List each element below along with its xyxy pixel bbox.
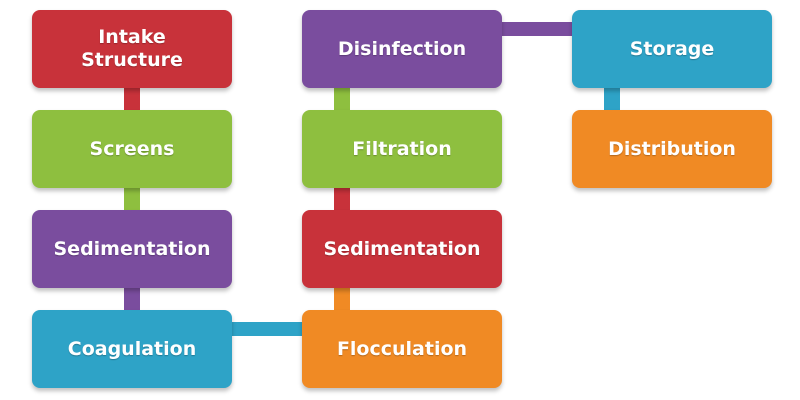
node-label: Distribution (608, 137, 736, 160)
node-label: Disinfection (337, 37, 467, 60)
connector-sedimentation-to-coagulation (124, 286, 140, 312)
node-label: Screens (89, 137, 175, 160)
connector-screens-to-sedimentation (124, 186, 140, 212)
connector-sedimentation-to-filtration (334, 186, 350, 212)
node-label: Coagulation (67, 337, 197, 360)
node-sedimentation-2: Sedimentation (302, 210, 502, 288)
node-label: Filtration (352, 137, 452, 160)
node-distribution: Distribution (572, 110, 772, 188)
node-label: Flocculation (336, 337, 468, 360)
connector-flocculation-to-sedimentation (334, 286, 350, 312)
connector-intake-to-screens (124, 86, 140, 112)
node-disinfection: Disinfection (302, 10, 502, 88)
connector-filtration-to-disinfection (334, 86, 350, 112)
node-label: Sedimentation (53, 237, 211, 260)
node-screens: Screens (32, 110, 232, 188)
connector-disinfection-to-storage (500, 22, 574, 36)
connector-storage-to-distribution (604, 86, 620, 112)
node-flocculation: Flocculation (302, 310, 502, 388)
node-label: Intake Structure (81, 26, 183, 71)
node-filtration: Filtration (302, 110, 502, 188)
node-sedimentation-1: Sedimentation (32, 210, 232, 288)
node-label: Sedimentation (323, 237, 481, 260)
connector-coagulation-to-flocculation (230, 322, 304, 336)
node-intake-structure: Intake Structure (32, 10, 232, 88)
node-coagulation: Coagulation (32, 310, 232, 388)
node-storage: Storage (572, 10, 772, 88)
node-label: Storage (629, 37, 715, 60)
